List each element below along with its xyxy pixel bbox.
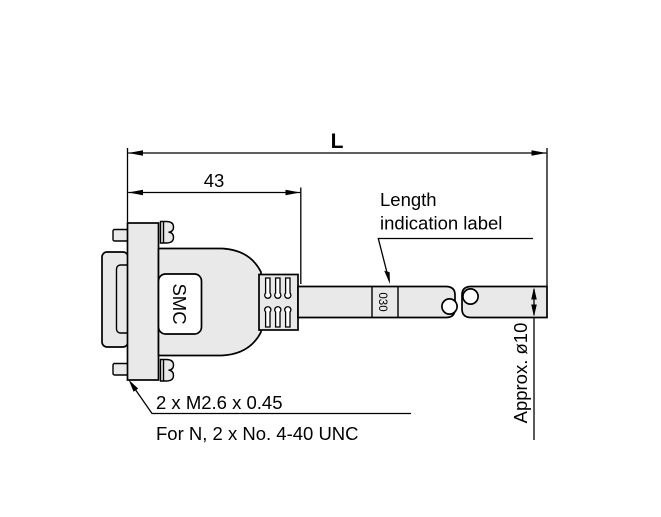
jack-screw-tip-top (112, 228, 129, 242)
strain-relief-slot (274, 306, 282, 328)
smc-brand-text: SMC (169, 283, 190, 324)
jack-screw-head-bottom (159, 358, 175, 382)
dim-overall-length: L (126, 130, 548, 286)
connector-flange (126, 222, 160, 381)
strain-relief-slot (284, 277, 292, 299)
dim-connector-length: 43 (128, 170, 302, 284)
screw-spec-text: 2 x M2.6 x 0.45 (156, 392, 282, 413)
arrowhead (128, 189, 143, 196)
arrowhead (531, 304, 537, 317)
dia-label: Approx. ø10 (510, 323, 531, 424)
screw-spec-alt-text: For N, 2 x No. 4-40 UNC (156, 423, 359, 444)
dim-43-label: 43 (204, 170, 225, 191)
strain-relief (258, 273, 299, 331)
strain-relief-slot (274, 277, 282, 299)
arrowhead (128, 379, 139, 392)
cable-marking-text: 030 (376, 292, 388, 311)
dim-L-label: L (331, 130, 344, 153)
cable: 030 (297, 285, 548, 319)
break-circle-left (441, 298, 458, 315)
jack-screw-tip-bottom (112, 362, 129, 376)
dim-cable-diameter: Approx. ø10 (510, 287, 537, 440)
length-label-callout: Length indication label (377, 189, 533, 284)
break-circle-right (462, 288, 479, 305)
cable-length-band: 030 (371, 287, 399, 317)
dsub-connector: SMC (101, 220, 299, 382)
length-label-line1: Length (380, 189, 437, 210)
arrowhead (531, 287, 537, 300)
length-label-line2: indication label (380, 213, 502, 234)
jack-screw-head-top (159, 220, 175, 244)
screw-spec-callout: 2 x M2.6 x 0.45 For N, 2 x No. 4-40 UNC (128, 379, 411, 444)
cable-break-symbol (441, 288, 479, 315)
strain-relief-slot (264, 306, 272, 328)
strain-relief-slot (264, 277, 272, 299)
strain-relief-slot (284, 306, 292, 328)
cable-right-segment (461, 285, 548, 319)
arrowhead (384, 270, 390, 284)
arrowhead (128, 150, 143, 156)
arrowhead (285, 189, 301, 196)
smc-brand-label: SMC (157, 273, 203, 335)
arrowhead (531, 150, 547, 156)
